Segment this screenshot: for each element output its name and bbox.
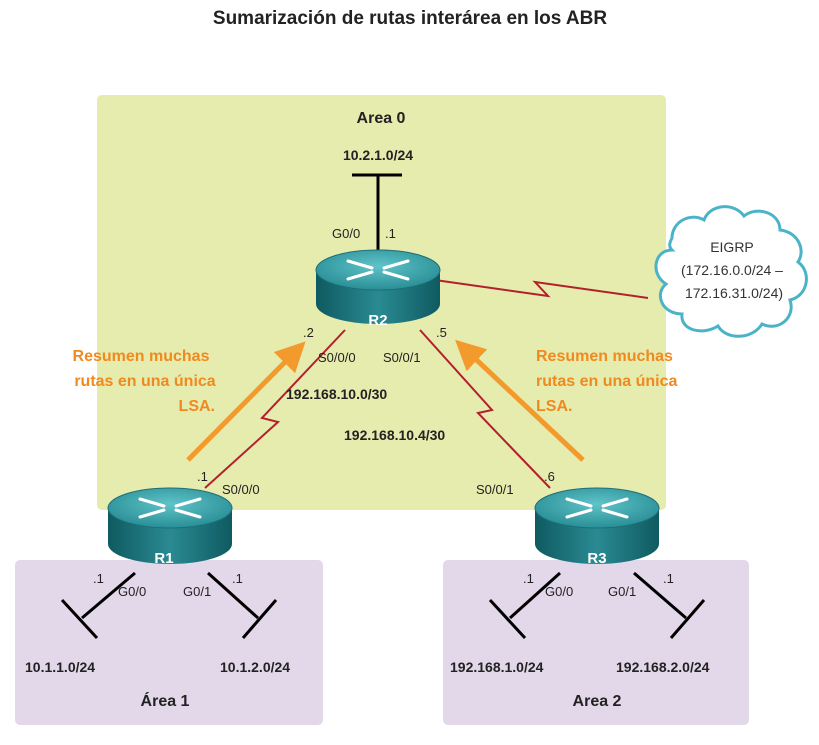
r3-lan2-network: 192.168.2.0/24 bbox=[616, 659, 710, 675]
r1-lan1-segment bbox=[60, 598, 99, 640]
r3-g01-label: G0/1 bbox=[608, 584, 636, 599]
r3-lan1-link bbox=[508, 571, 562, 620]
link-r2-r3-network: 192.168.10.4/30 bbox=[344, 427, 445, 443]
note-right-line2: rutas en una única bbox=[536, 373, 677, 390]
router-r2[interactable]: R2 bbox=[315, 249, 441, 329]
area-0-label: Area 0 bbox=[357, 110, 406, 127]
note-right-line3: LSA. bbox=[536, 398, 572, 415]
summary-arrow-right bbox=[455, 339, 585, 462]
r2-s000-ip: .2 bbox=[303, 325, 314, 340]
area-1-box bbox=[15, 560, 323, 725]
r1-g01-ip: .1 bbox=[232, 571, 243, 586]
r1-lan1-link bbox=[81, 571, 136, 620]
r2-g00-ip: .1 bbox=[385, 226, 396, 241]
r2-s000-label: S0/0/0 bbox=[318, 350, 356, 365]
r3-lan2-link bbox=[633, 571, 687, 620]
summary-arrow-left bbox=[186, 341, 306, 462]
serial-link-r2-eigrp[interactable] bbox=[434, 279, 649, 299]
router-r1-label: R1 bbox=[154, 550, 173, 567]
router-arrows-icon bbox=[346, 259, 410, 281]
r1-lan1-network: 10.1.1.0/24 bbox=[25, 659, 95, 675]
r3-s001-label: S0/0/1 bbox=[476, 482, 514, 497]
r3-lan1-segment bbox=[488, 598, 527, 640]
r1-s000-label: S0/0/0 bbox=[222, 482, 260, 497]
r1-lan2-network: 10.1.2.0/24 bbox=[220, 659, 290, 675]
r3-s001-ip: .6 bbox=[544, 469, 555, 484]
r2-g00-label: G0/0 bbox=[332, 226, 360, 241]
router-r3-label: R3 bbox=[587, 550, 606, 567]
r2-s001-ip: .5 bbox=[436, 325, 447, 340]
r1-lan2-link bbox=[206, 571, 260, 620]
r2-s001-label: S0/0/1 bbox=[383, 350, 421, 365]
area-2-box bbox=[443, 560, 749, 725]
router-arrows-icon bbox=[565, 497, 629, 519]
diagram-title: Sumarización de rutas interárea en los A… bbox=[213, 8, 607, 29]
r3-g00-ip: .1 bbox=[523, 571, 534, 586]
link-r1-r2-network: 192.168.10.0/30 bbox=[286, 386, 387, 402]
r1-g00-label: G0/0 bbox=[118, 584, 146, 599]
r3-g00-label: G0/0 bbox=[545, 584, 573, 599]
serial-link-r1-r2[interactable] bbox=[204, 329, 346, 489]
r3-lan2-segment bbox=[669, 599, 706, 639]
r3-lan1-network: 192.168.1.0/24 bbox=[450, 659, 544, 675]
r3-g01-ip: .1 bbox=[663, 571, 674, 586]
router-arrows-icon bbox=[138, 497, 202, 519]
router-r2-label: R2 bbox=[368, 312, 387, 329]
router-r1[interactable]: R1 bbox=[107, 487, 233, 567]
r1-g00-ip: .1 bbox=[93, 571, 104, 586]
r1-g01-label: G0/1 bbox=[183, 584, 211, 599]
cloud-line1: EIGRP bbox=[710, 239, 754, 255]
note-right-line1: Resumen muchas bbox=[536, 348, 673, 365]
note-left-line1: Resumen muchas bbox=[73, 348, 210, 365]
eigrp-cloud[interactable]: EIGRP (172.16.0.0/24 – 172.16.31.0/24) bbox=[654, 205, 808, 338]
r1-lan2-segment bbox=[241, 599, 278, 639]
router-r3[interactable]: R3 bbox=[534, 487, 660, 567]
r1-s000-ip: .1 bbox=[197, 469, 208, 484]
cloud-line2: (172.16.0.0/24 – bbox=[681, 262, 783, 278]
cloud-line3: 172.16.31.0/24) bbox=[685, 285, 783, 301]
note-left-line3: LSA. bbox=[179, 398, 215, 415]
r2-lan-network: 10.2.1.0/24 bbox=[343, 147, 413, 163]
note-left-line2: rutas en una única bbox=[74, 373, 215, 390]
area-1-label: Área 1 bbox=[141, 691, 190, 710]
area-2-label: Area 2 bbox=[573, 693, 622, 710]
